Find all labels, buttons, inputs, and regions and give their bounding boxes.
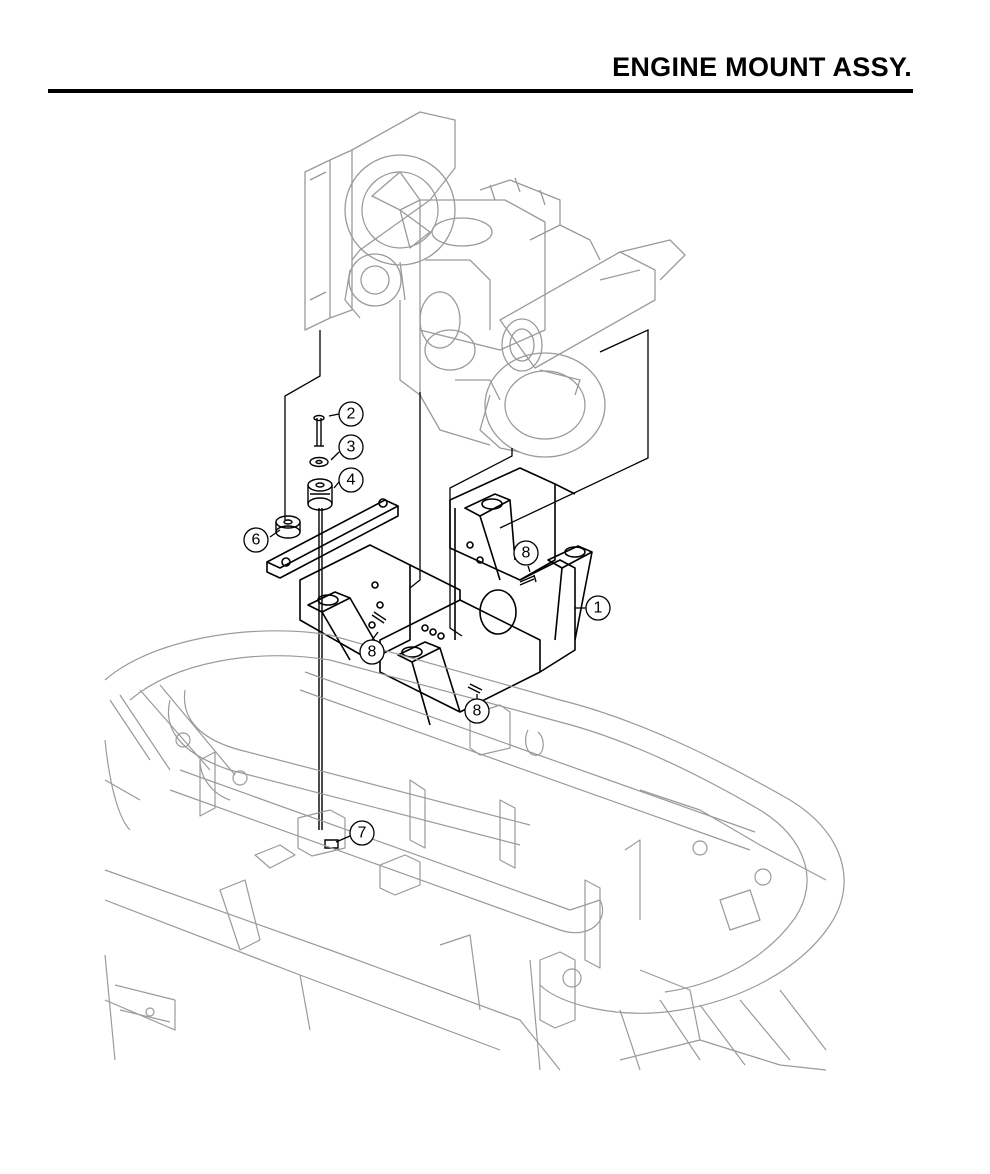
svg-text:8: 8 [473, 703, 482, 720]
page-title: ENGINE MOUNT ASSY. [612, 52, 912, 82]
callout-4: 4 [338, 467, 364, 493]
title-rule [48, 89, 913, 93]
callout-6: 6 [243, 527, 269, 553]
svg-text:7: 7 [358, 825, 367, 842]
svg-text:8: 8 [522, 545, 531, 562]
svg-text:3: 3 [347, 439, 356, 456]
callout-8-upper: 8 [513, 540, 539, 566]
svg-text:6: 6 [252, 532, 261, 549]
callout-2: 2 [338, 401, 364, 427]
callout-8-left: 8 [359, 639, 385, 665]
svg-text:4: 4 [347, 472, 356, 489]
callouts [269, 413, 588, 843]
callout-8-lower: 8 [464, 698, 490, 724]
svg-text:2: 2 [347, 406, 356, 423]
callout-3: 3 [338, 434, 364, 460]
chassis-drawing [104, 630, 845, 1071]
engine-drawing [304, 111, 686, 458]
svg-text:1: 1 [594, 600, 603, 617]
callout-7: 7 [349, 820, 375, 846]
engine-mount-frame [266, 467, 593, 726]
mount-hardware [275, 414, 537, 849]
callout-1: 1 [585, 595, 611, 621]
svg-text:8: 8 [368, 644, 377, 661]
